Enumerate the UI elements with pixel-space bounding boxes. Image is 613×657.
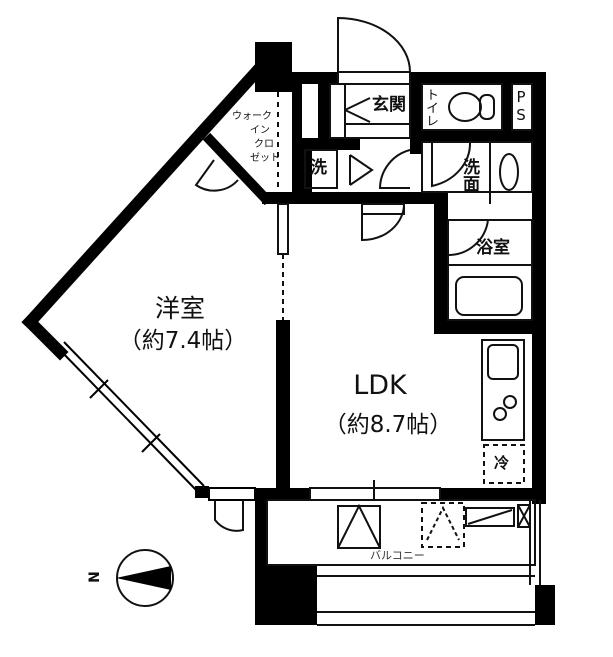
window-diagonal	[57, 341, 205, 493]
diagonal-walls	[21, 61, 273, 361]
western-room-name: 洋室	[154, 294, 205, 323]
washroom-label: 洗面	[459, 158, 479, 192]
washing-machine-label: 洗	[310, 158, 327, 178]
compass-icon	[116, 549, 174, 607]
walls	[255, 42, 555, 625]
wic-label-2: イン	[250, 125, 270, 136]
western-room-size: （約7.4帖）	[118, 328, 248, 354]
bathroom-label: 浴室	[476, 238, 510, 258]
entrance-label: 玄関	[372, 95, 406, 115]
balcony-label: バルコニー	[370, 549, 425, 562]
refrigerator-label: 冷	[494, 454, 510, 472]
ldk-name: LDK	[353, 370, 407, 401]
ps-label: PS	[512, 88, 530, 124]
compass-north-label: N	[86, 571, 103, 583]
wic-label-4: ゼット	[250, 153, 280, 164]
wic-label-1: ウォーク	[232, 111, 272, 122]
thin-lines	[194, 16, 541, 626]
toilet-label: トイレ	[423, 88, 438, 127]
wic-label-3: クロ	[254, 139, 274, 150]
ldk-size: （約8.7帖）	[323, 412, 453, 438]
